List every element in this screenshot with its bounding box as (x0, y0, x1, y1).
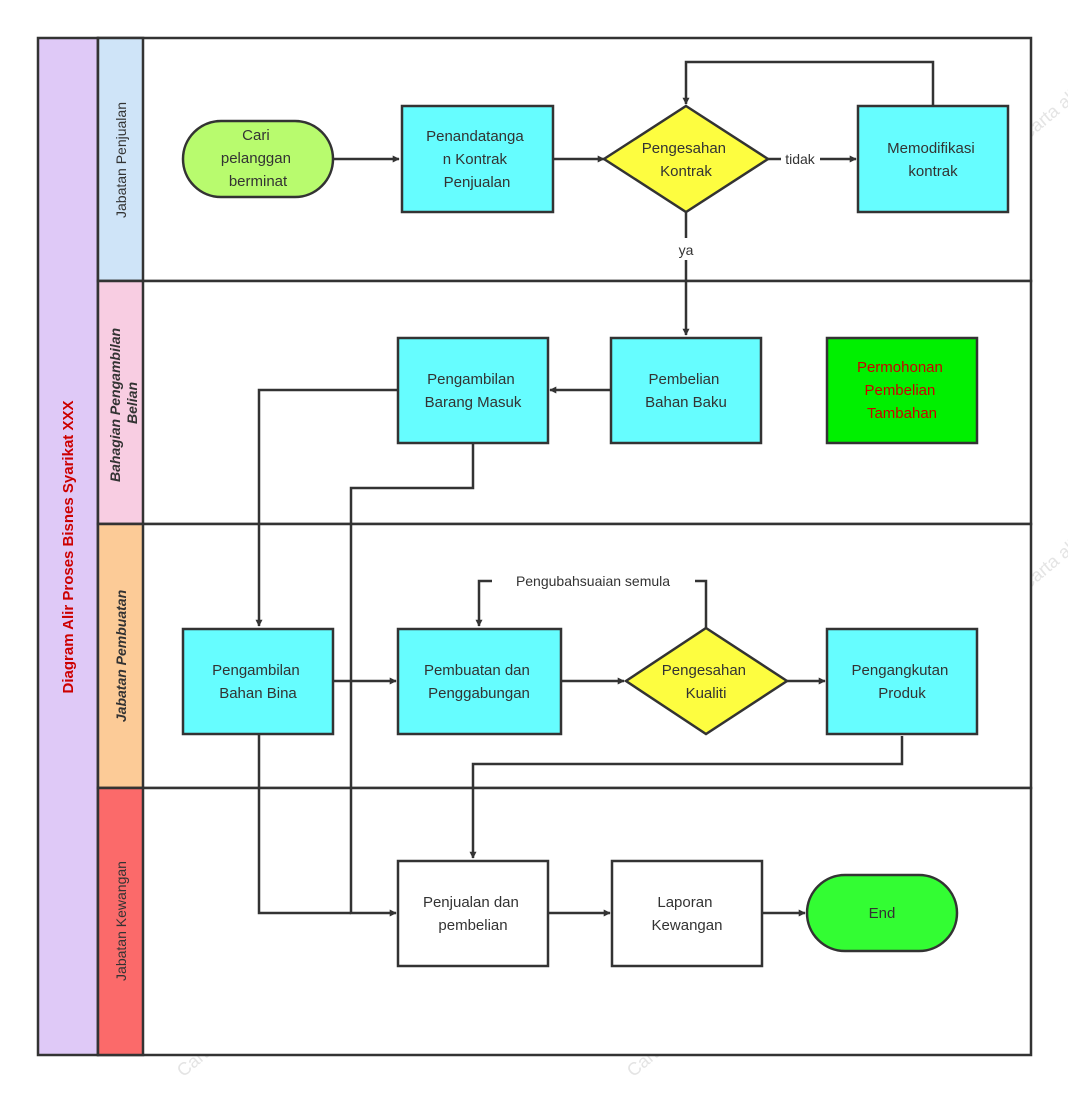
terminal-shape (181, 119, 335, 199)
node-label: Penandatanga n Kontrak Penjualan (426, 128, 528, 191)
node-label-line: Pengesahan (642, 140, 726, 157)
node-label: Pembelian Bahan Baku (645, 371, 727, 411)
node-label-line: Penjualan dan (423, 894, 519, 911)
node-label-line: Bahan Bina (219, 685, 297, 702)
lane-header (96, 36, 145, 283)
node-pembelian-bahan-baku: Pembelian Bahan Baku (609, 336, 763, 445)
node-pengambilan-barang-masuk: Pengambilan Barang Masuk (396, 336, 550, 445)
connectors (255, 60, 935, 917)
node-label-line: End (869, 905, 896, 922)
node-pengangkutan-produk: Pengangkutan Produk (825, 627, 979, 736)
node-label-line: Memodifikasi (887, 140, 975, 157)
node-penjualan-dan-pembelian: Penjualan dan pembelian (396, 859, 550, 968)
edge-pengambilan-barang-to-bahan-bina (255, 388, 398, 627)
lane-header (96, 786, 145, 1057)
node-label-line: Pengambilan (427, 371, 515, 388)
node-label-line: Pengangkutan (852, 662, 949, 679)
node-laporan-kewangan: Laporan Kewangan (610, 859, 764, 968)
decision-shape (623, 626, 790, 736)
node-label: Pengambilan Barang Masuk (425, 371, 522, 411)
node-label-line: Kontrak (660, 163, 712, 180)
node-label-line: Bahan Baku (645, 394, 727, 411)
lane-label: Bahagian Pengambilan Belian (107, 324, 140, 482)
node-label: Permohonan Pembelian Tambahan (857, 359, 947, 422)
lane-label: Jabatan Pembuatan (113, 590, 129, 722)
terminal-shape (805, 873, 959, 953)
node-cari-pelanggan-berminat: Cari pelanggan berminat (181, 119, 335, 199)
node-label-line: Pembelian (648, 371, 719, 388)
edge-label-pengubahsuaian: Pengubahsuaian semula (516, 573, 670, 589)
node-label-line: Pengesahan (662, 662, 746, 679)
process-shape (609, 336, 763, 445)
node-label-line: berminat (229, 173, 288, 190)
node-label: Pengesahan Kualiti (662, 662, 750, 702)
node-label-line: n Kontrak (443, 151, 508, 168)
node-label: Penjualan dan pembelian (423, 894, 523, 934)
node-label-line: pembelian (438, 917, 507, 934)
process-shape (396, 627, 563, 736)
process-shape (610, 859, 764, 968)
node-label-line: Kualiti (686, 685, 727, 702)
lane-label-line-1: Bahagian Pengambilan (107, 328, 123, 482)
node-label-line: pelanggan (221, 150, 291, 167)
node-label: Pengangkutan Produk (852, 662, 953, 702)
edge-bahan-bina-to-penjualan (257, 734, 351, 915)
node-pembuatan-dan-penggabungan: Pembuatan dan Penggabungan (396, 627, 563, 736)
node-pengesahan-kontrak: Pengesahan Kontrak (601, 104, 771, 214)
process-shape (181, 627, 335, 736)
node-pengesahan-kualiti: Pengesahan Kualiti (623, 626, 790, 736)
node-label-line: kontrak (908, 163, 958, 180)
lane-label: Jabatan Penjualan (113, 102, 129, 218)
node-label-line: Produk (878, 685, 926, 702)
node-label-line: Tambahan (867, 405, 937, 422)
node-memodifikasi-kontrak: Memodifikasi kontrak (856, 104, 1010, 214)
node-label: Pengambilan Bahan Bina (212, 662, 304, 702)
node-label: Cari pelanggan berminat (221, 127, 295, 190)
edge-pengangkutan-to-penjualan (469, 736, 904, 859)
node-label: Pengesahan Kontrak (642, 140, 730, 180)
edge-memodifikasi-loop (682, 60, 935, 106)
process-shape (396, 859, 550, 968)
node-pengambilan-bahan-bina: Pengambilan Bahan Bina (181, 627, 335, 736)
edge-kualiti-loop-left (475, 579, 492, 627)
node-label: Laporan Kewangan (652, 894, 723, 934)
node-label: End (869, 905, 896, 922)
diagram-title: Diagram Alir Proses Bisnes Syarikat XXX (60, 401, 77, 694)
node-label-line: Penandatanga (426, 128, 524, 145)
node-permohonan-pembelian-tambahan: Permohonan Pembelian Tambahan (825, 336, 979, 445)
title-band (36, 36, 100, 1057)
edge-label-ya: ya (679, 242, 694, 258)
node-label: Pembuatan dan Penggabungan (424, 662, 534, 702)
process-shape (400, 104, 555, 214)
node-penandatangan-kontrak: Penandatanga n Kontrak Penjualan (400, 104, 555, 214)
node-label-line: Cari (242, 127, 270, 144)
lane-label: Jabatan Kewangan (113, 861, 129, 981)
node-label-line: Permohonan (857, 359, 943, 376)
node-label: Memodifikasi kontrak (887, 140, 979, 180)
node-label-line: Kewangan (652, 917, 723, 934)
edge-kualiti-loop-right (695, 579, 708, 628)
node-label-line: Penjualan (444, 174, 511, 191)
lane-label-line-2: Belian (124, 382, 140, 424)
node-label-line: Laporan (657, 894, 712, 911)
node-label-line: Pembelian (864, 382, 935, 399)
edge-label-tidak: tidak (785, 151, 816, 167)
node-label-line: Pembuatan dan (424, 662, 530, 679)
process-shape (856, 104, 1010, 214)
process-shape (396, 336, 550, 445)
lane-header (96, 522, 145, 790)
node-end: End (805, 873, 959, 953)
lane-header (96, 279, 145, 526)
node-label-line: Barang Masuk (425, 394, 522, 411)
process-shape (825, 336, 979, 445)
node-label-line: Penggabungan (428, 685, 530, 702)
process-shape (825, 627, 979, 736)
decision-shape (601, 104, 771, 214)
edge-pengambilan-barang-to-penjualan (349, 443, 475, 917)
node-label-line: Pengambilan (212, 662, 300, 679)
